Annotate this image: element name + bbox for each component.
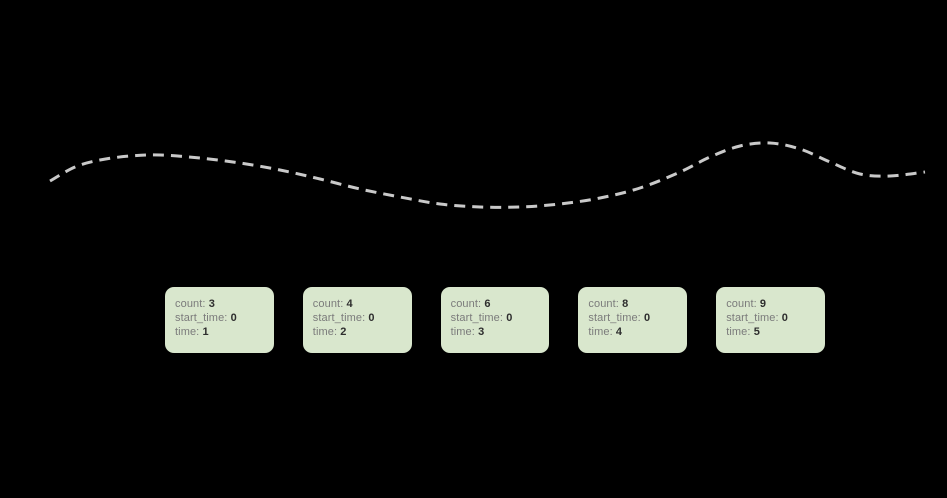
- card-field-start-time-value: 0: [230, 312, 237, 324]
- card-field-time: time: 1: [175, 325, 274, 339]
- card-field-count-value: 9: [759, 298, 767, 310]
- card-field-count-value: 6: [484, 298, 491, 310]
- card-field-start-time-value: 0: [781, 312, 789, 324]
- card-field-count-value: 3: [208, 298, 215, 310]
- card-field-time-value: 1: [202, 326, 209, 338]
- card-field-start-time-value: 0: [644, 312, 651, 324]
- card-field-start-time: start_time: 0: [588, 311, 687, 325]
- card-field-count-label: count:: [175, 298, 206, 310]
- card-field-count-label: count:: [726, 298, 757, 310]
- card-field-time-value: 2: [340, 326, 347, 338]
- dashed-trend-curve: [49, 141, 926, 209]
- card-field-time-label: time:: [588, 326, 613, 338]
- card-field-time-label: time:: [726, 326, 751, 338]
- card-field-time: time: 5: [726, 325, 825, 339]
- card-field-start-time-value: 0: [506, 312, 513, 324]
- card-field-time-label: time:: [175, 326, 200, 338]
- card-field-count: count: 9: [726, 297, 825, 311]
- card-field-count-label: count:: [312, 298, 344, 310]
- card-field-time-label: time:: [312, 326, 338, 338]
- card-field-count-label: count:: [588, 298, 619, 310]
- card-field-time: time: 3: [451, 325, 550, 339]
- card-field-start-time-label: start_time:: [312, 312, 366, 324]
- card-field-start-time: start_time: 0: [451, 311, 550, 325]
- card-field-count: count: 4: [313, 297, 412, 311]
- card-field-time-value: 3: [478, 326, 485, 338]
- card-field-start-time: start_time: 0: [313, 311, 412, 325]
- card-field-time-value: 5: [753, 326, 760, 338]
- card-field-count-value: 8: [622, 298, 629, 310]
- card-field-start-time: start_time: 0: [175, 311, 274, 325]
- card-field-count: count: 8: [588, 297, 687, 311]
- card-field-time-label: time:: [450, 326, 475, 338]
- card-field-start-time-label: start_time:: [588, 312, 641, 324]
- card-field-count: count: 6: [451, 297, 550, 311]
- card-field-start-time-value: 0: [368, 312, 375, 324]
- card-field-start-time: start_time: 0: [726, 311, 825, 325]
- card-field-time: time: 2: [313, 325, 412, 339]
- card-field-count-value: 4: [346, 298, 353, 310]
- card-field-time-value: 4: [615, 326, 623, 338]
- card-field-count-label: count:: [450, 298, 482, 310]
- card-field-start-time-label: start_time:: [726, 312, 779, 324]
- card-field-start-time-label: start_time:: [175, 312, 228, 324]
- card-field-start-time-label: start_time:: [450, 312, 504, 324]
- card-field-time: time: 4: [588, 325, 687, 339]
- card-field-count: count: 3: [175, 297, 274, 311]
